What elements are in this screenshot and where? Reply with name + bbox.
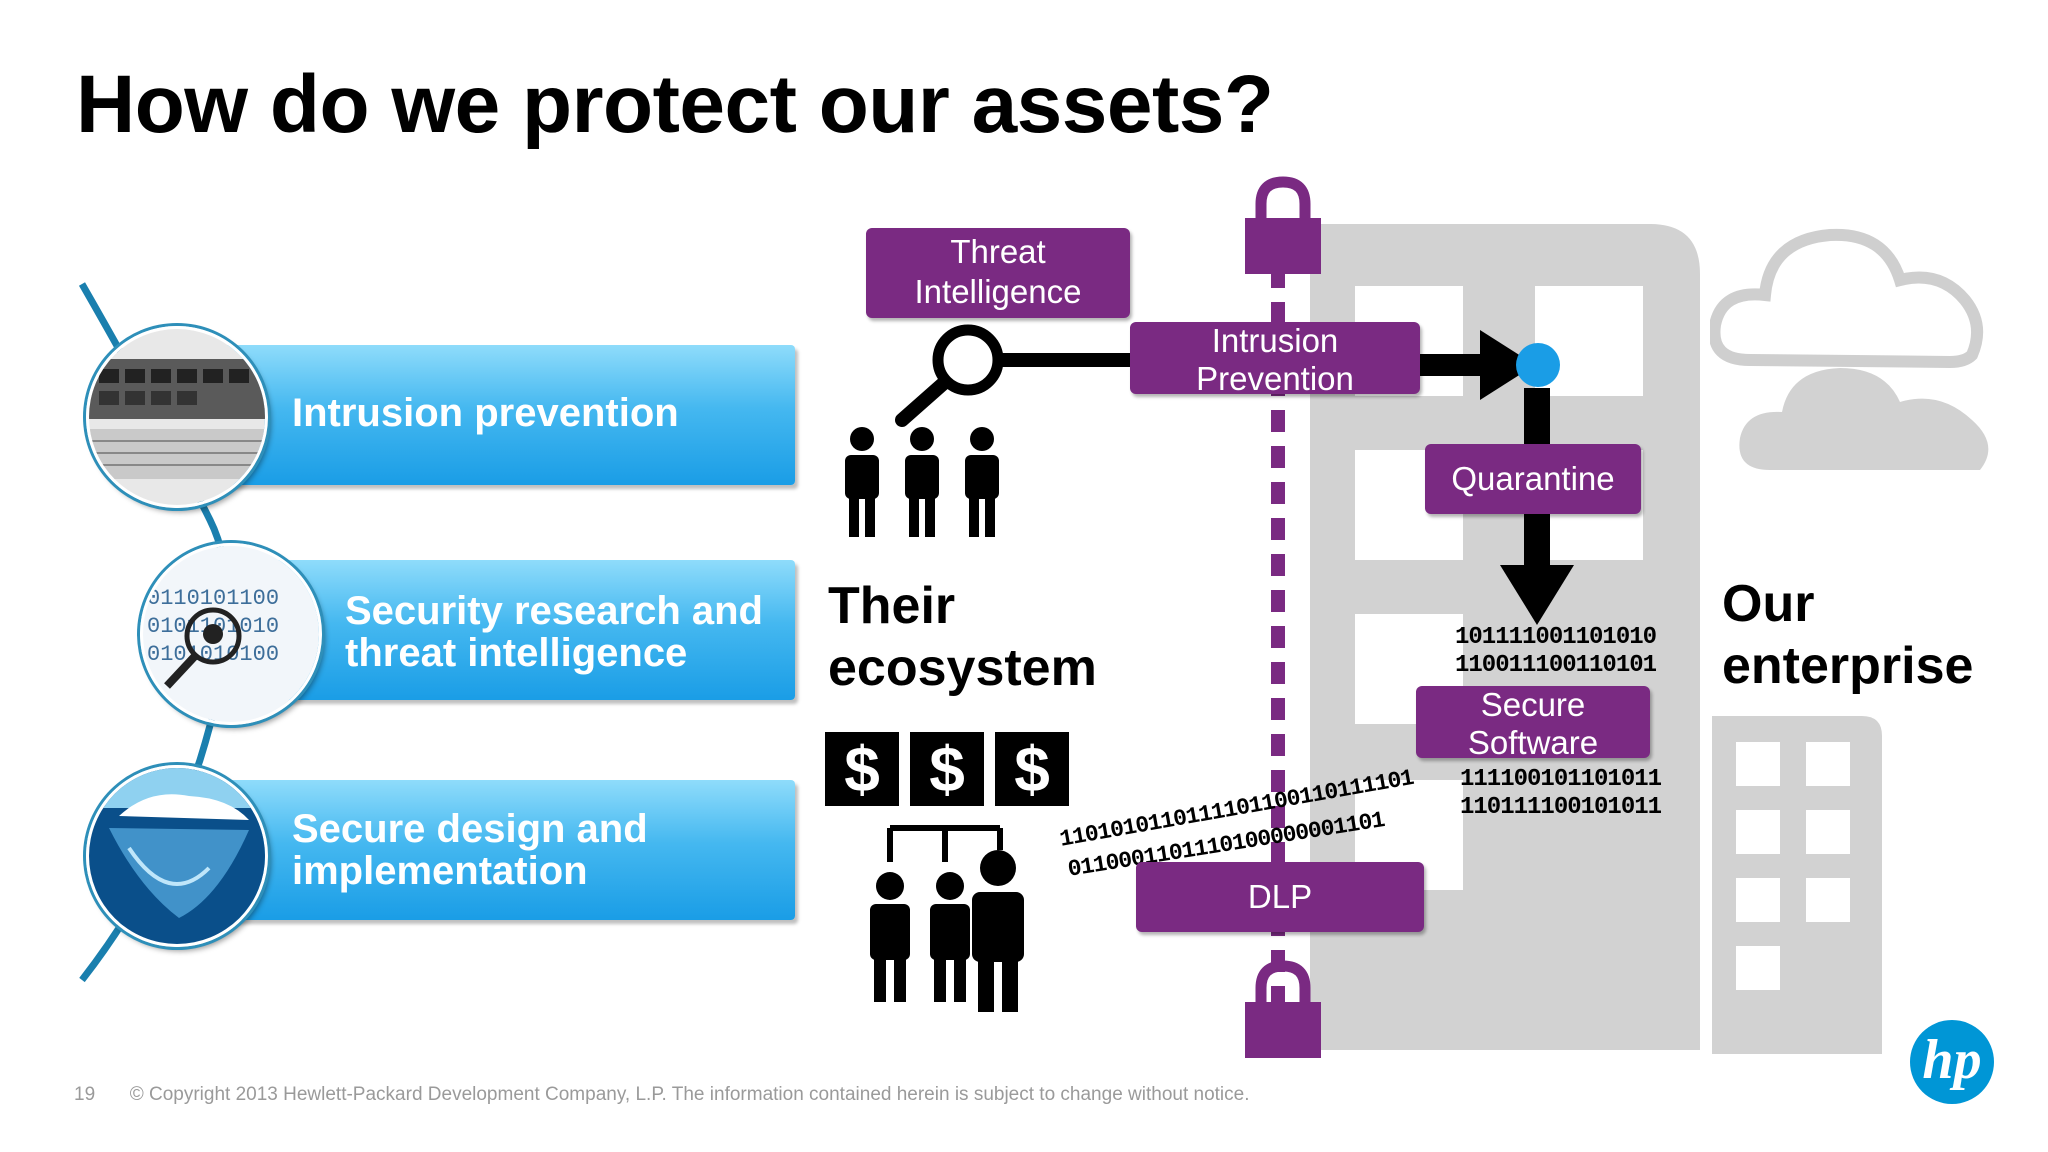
binary-bottom-line2: 110111100101011 xyxy=(1460,794,1662,821)
our-enterprise-line1: Our xyxy=(1722,575,1815,633)
intrusion-prevention-pill[interactable] xyxy=(205,345,795,485)
secure-design-pill[interactable] xyxy=(205,780,795,920)
lock-icon-bottom xyxy=(1245,960,1321,1058)
their-ecosystem-label: Their ecosystem xyxy=(828,575,1097,699)
secure-design-line1: Secure design and xyxy=(292,807,648,851)
threat-intelligence-line2: Intelligence xyxy=(914,273,1082,310)
cloud-icon xyxy=(1710,228,1989,470)
target-dot xyxy=(1516,343,1560,387)
secure-software-tag[interactable]: Secure Software xyxy=(1416,686,1650,761)
our-enterprise-line2: enterprise xyxy=(1722,637,1974,695)
connector-vertical xyxy=(1524,388,1550,448)
dollar-icon-2: $ xyxy=(910,732,984,806)
dollar-icon-3: $ xyxy=(995,732,1069,806)
arrow-right-icon xyxy=(1420,330,1535,400)
binary-top: 101111001101010 110011100110101 xyxy=(1455,624,1657,680)
security-research-label: Security research and threat intelligenc… xyxy=(345,590,763,674)
intrusion-prevention-tag[interactable]: Intrusion Prevention xyxy=(1130,322,1420,397)
binary-bottom: 111100101101011 110111100101011 xyxy=(1460,766,1662,822)
binary-top-line1: 101111001101010 xyxy=(1455,624,1657,651)
secure-design-line2: implementation xyxy=(292,849,588,893)
people-group-icon xyxy=(845,427,999,537)
secure-design-label: Secure design and implementation xyxy=(292,808,648,892)
secure-software-line1: Secure xyxy=(1480,686,1586,723)
svg-text:0110101100: 0110101100 xyxy=(147,586,279,611)
copyright-text: © Copyright 2013 Hewlett-Packard Develop… xyxy=(129,1084,1250,1105)
threat-intelligence-tag[interactable]: Threat Intelligence xyxy=(866,228,1130,318)
footer: 19 © Copyright 2013 Hewlett-Packard Deve… xyxy=(74,1084,1250,1106)
binary-top-line2: 110011100110101 xyxy=(1455,652,1657,679)
their-ecosystem-line1: Their xyxy=(828,577,956,635)
firewall-dashed-line xyxy=(1271,230,1285,1040)
slide-title: How do we protect our assets? xyxy=(76,59,1274,150)
magnifier-icon xyxy=(895,324,1180,427)
intrusion-prevention-label: Intrusion prevention xyxy=(292,391,679,435)
dollar-icon-1: $ xyxy=(825,732,899,806)
dlp-tag[interactable]: DLP xyxy=(1136,862,1424,932)
threat-intelligence-line1: Threat xyxy=(950,233,1046,270)
hp-logo: hp xyxy=(1910,1020,1994,1104)
intrusion-prevention-line2: Prevention xyxy=(1196,360,1354,397)
intrusion-prevention-line1: Intrusion xyxy=(1211,322,1339,359)
lock-icon-top xyxy=(1245,176,1321,274)
security-research-line2: threat intelligence xyxy=(345,631,688,675)
server-icon xyxy=(86,326,268,508)
binary-bottom-line1: 111100101101011 xyxy=(1460,766,1662,793)
our-enterprise-label: Our enterprise xyxy=(1722,573,1973,697)
arrow-down-icon xyxy=(1500,510,1574,625)
their-ecosystem-line2: ecosystem xyxy=(828,639,1097,697)
binary-bug-magnifier-icon: 0110101100 0101101010 0101010100 xyxy=(140,543,322,725)
org-people-icon xyxy=(870,825,1024,1012)
security-research-line1: Security research and xyxy=(345,589,763,633)
iceberg-icon xyxy=(86,765,268,947)
quarantine-tag[interactable]: Quarantine xyxy=(1425,444,1641,514)
secure-software-line2: Software xyxy=(1467,724,1599,761)
page-number: 19 xyxy=(74,1084,96,1105)
small-building-icon xyxy=(1712,716,1882,1054)
